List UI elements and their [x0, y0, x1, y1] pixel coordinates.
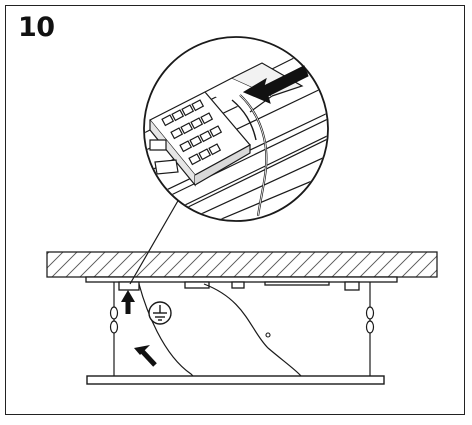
supply-cable	[138, 283, 302, 377]
mounting-rail	[85, 276, 398, 291]
insert-arrow	[242, 65, 309, 104]
detail-leader-line	[129, 198, 180, 285]
step-number: 10	[18, 12, 55, 43]
ground-icon	[148, 301, 172, 325]
luminaire-body	[86, 375, 385, 385]
ceiling	[46, 251, 438, 278]
suspension-wire-left	[109, 282, 119, 376]
up-arrow	[121, 290, 135, 314]
suspension-wire-right	[365, 282, 375, 376]
diagonal-arrow	[134, 345, 157, 367]
detail-magnifier	[143, 36, 329, 222]
